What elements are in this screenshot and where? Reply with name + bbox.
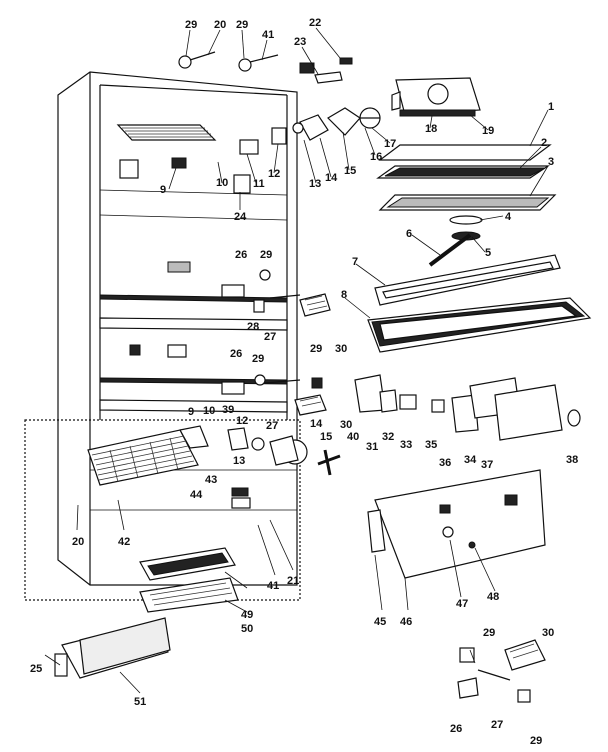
callout-32: 32 — [382, 431, 394, 443]
callout-labels: 29 20 29 41 22 23 1 2 3 4 5 6 7 8 9 10 1… — [30, 17, 578, 747]
callout-15: 15 — [320, 431, 332, 443]
shelf-assembly — [367, 144, 592, 353]
fan-motor-assembly — [171, 51, 481, 194]
callout-28: 28 — [247, 321, 259, 333]
callout-29: 29 — [483, 627, 495, 639]
callout-14: 14 — [310, 418, 323, 430]
condenser-coil — [87, 429, 199, 486]
callout-24: 24 — [234, 211, 247, 223]
callout-35: 35 — [425, 439, 437, 451]
callout-12: 12 — [268, 168, 280, 180]
callout-29: 29 — [252, 353, 264, 365]
callout-47: 47 — [456, 598, 468, 610]
callout-18: 18 — [425, 123, 437, 135]
callout-51: 51 — [134, 696, 146, 708]
callout-29: 29 — [236, 19, 248, 31]
callout-19: 19 — [482, 125, 494, 137]
callout-10: 10 — [216, 177, 228, 189]
callout-10: 10 — [203, 405, 215, 417]
control-panel — [367, 469, 546, 579]
callout-5: 5 — [485, 247, 491, 259]
callout-4: 4 — [505, 211, 512, 223]
callout-48: 48 — [487, 591, 499, 603]
callout-6: 6 — [406, 228, 412, 240]
callout-29: 29 — [310, 343, 322, 355]
leader-lines — [44, 27, 549, 694]
callout-41: 41 — [262, 29, 274, 41]
callout-27: 27 — [491, 719, 503, 731]
control-components — [221, 269, 581, 509]
callout-20: 20 — [214, 19, 226, 31]
callout-30: 30 — [335, 343, 347, 355]
cabinet-liner — [24, 71, 301, 601]
callout-21: 21 — [287, 575, 299, 587]
callout-37: 37 — [481, 459, 493, 471]
callout-14: 14 — [325, 172, 338, 184]
callout-22: 22 — [309, 17, 321, 29]
callout-27: 27 — [266, 420, 278, 432]
callout-29: 29 — [530, 735, 542, 747]
callout-50: 50 — [241, 623, 253, 635]
callout-31: 31 — [366, 441, 378, 453]
callout-38: 38 — [566, 454, 578, 466]
callout-26: 26 — [235, 249, 247, 261]
callout-9: 9 — [188, 406, 194, 418]
callout-13: 13 — [309, 178, 321, 190]
callout-43: 43 — [205, 474, 217, 486]
callout-30: 30 — [542, 627, 554, 639]
callout-1: 1 — [548, 101, 554, 113]
callout-44: 44 — [190, 489, 203, 501]
callout-16: 16 — [370, 151, 382, 163]
callout-45: 45 — [374, 616, 386, 628]
callout-34: 34 — [464, 454, 477, 466]
callout-7: 7 — [352, 256, 358, 268]
callout-23: 23 — [294, 36, 306, 48]
callout-20: 20 — [72, 536, 84, 548]
callout-42: 42 — [118, 536, 130, 548]
lower-parts — [54, 547, 239, 679]
callout-27: 27 — [264, 331, 276, 343]
callout-36: 36 — [439, 457, 451, 469]
callout-41: 41 — [267, 580, 279, 592]
callout-8: 8 — [341, 289, 347, 301]
callout-49: 49 — [241, 609, 253, 621]
callout-13: 13 — [233, 455, 245, 467]
callout-40: 40 — [347, 431, 359, 443]
callout-9: 9 — [160, 184, 166, 196]
callout-46: 46 — [400, 616, 412, 628]
callout-26: 26 — [450, 723, 462, 735]
callout-39: 39 — [222, 404, 234, 416]
callout-3: 3 — [548, 156, 554, 168]
callout-26: 26 — [230, 348, 242, 360]
callout-15: 15 — [344, 165, 356, 177]
callout-33: 33 — [400, 439, 412, 451]
accessory-parts — [457, 639, 546, 703]
callout-12: 12 — [236, 415, 248, 427]
callout-29: 29 — [260, 249, 272, 261]
callout-11: 11 — [253, 178, 265, 190]
callout-30: 30 — [340, 419, 352, 431]
callout-17: 17 — [384, 138, 396, 150]
callout-2: 2 — [541, 137, 547, 149]
callout-29: 29 — [185, 19, 197, 31]
callout-25: 25 — [30, 663, 42, 675]
